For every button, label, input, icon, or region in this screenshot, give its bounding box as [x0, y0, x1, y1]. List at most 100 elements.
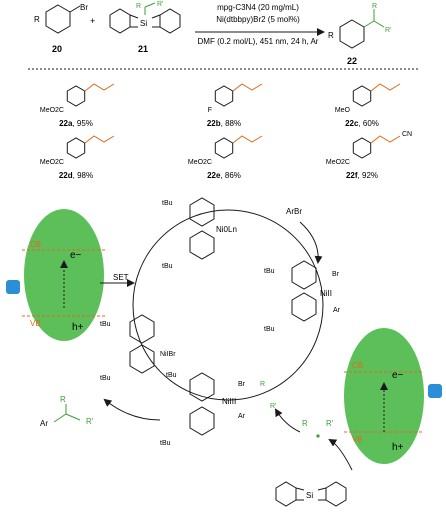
arbr-label: ArBr	[286, 207, 302, 216]
ni-ii-complex	[291, 260, 317, 322]
ni-ii-tbu-top: tBu	[264, 268, 275, 275]
product-22b-substituent: F	[208, 107, 212, 114]
silicate-r-label: R	[136, 3, 141, 10]
product-22b-ring	[214, 85, 234, 107]
released-r-label: R	[60, 395, 66, 404]
product-ar-r-label: R	[328, 31, 334, 40]
product-22e-chain	[232, 135, 263, 144]
released-rp-label: R'	[86, 417, 94, 426]
silicate-si-label: Si	[140, 19, 147, 28]
product-22a-label: 22a, 95%	[59, 119, 93, 128]
radical-addition-arrow	[274, 408, 301, 433]
ni-iii-br-label: Br	[238, 381, 246, 388]
product-22a-substituent: MeO2C	[40, 107, 64, 114]
product-22f-label: 22f, 92%	[346, 171, 378, 180]
aryl-bromide-r-label: R	[34, 15, 40, 24]
radical-r-label: R	[302, 419, 308, 428]
right-hole-label: h+	[392, 442, 404, 453]
right-cb-label: CB	[352, 361, 363, 370]
silicate-structure	[109, 2, 181, 34]
product-22e-substituent: MeO2C	[188, 159, 212, 166]
product-22c: MeO 22c, 60%	[335, 83, 401, 128]
ni-ii-ar-label: Ar	[333, 307, 341, 314]
compound-20-label: 20	[52, 44, 62, 54]
ni-i-tbu-bottom: tBu	[100, 375, 111, 382]
ni-i-tbu-top: tBu	[100, 321, 111, 328]
right-electron-label: e−	[392, 370, 404, 381]
product-22f: MeO2C CN 22f, 92%	[326, 131, 412, 180]
product-22a-chain	[84, 83, 115, 92]
ni-iii-rp-label: R'	[270, 403, 276, 410]
product-22b: F 22b, 88%	[207, 83, 263, 128]
product-22d-ring	[66, 137, 86, 159]
aryl-bromide-br-label: Br	[80, 3, 88, 12]
set-label: SET	[113, 273, 129, 282]
ni-iii-ar-label: Ar	[238, 413, 246, 420]
product-22d-chain	[84, 135, 115, 144]
condition-line-3: DMF (0.2 mol/L), 451 nm, 24 h, Ar	[198, 37, 319, 46]
product-22e: MeO2C 22e, 86%	[188, 135, 263, 180]
product-22d-label: 22d, 98%	[59, 171, 93, 180]
ni-iii-tbu-top: tBu	[166, 372, 177, 379]
product-rp-label: R'	[385, 27, 391, 34]
aryl-bromide-structure	[45, 4, 81, 34]
product-22c-label: 22c, 60%	[345, 119, 379, 128]
ni-i-complex	[129, 314, 155, 374]
radical-dot	[316, 434, 320, 438]
ni-iii-r-label: R	[260, 381, 265, 388]
released-ar-label: Ar	[40, 419, 48, 428]
arbr-arrow	[299, 221, 323, 264]
ni0-complex	[189, 197, 215, 260]
product-22c-chain	[370, 83, 401, 92]
compound-21-label: 21	[138, 44, 148, 54]
catalytic-cycle-ring	[132, 209, 324, 401]
product-22c-ring	[352, 85, 372, 107]
product-22e-ring	[214, 137, 234, 159]
product-structure	[339, 9, 385, 49]
ni-ii-tbu-bottom: tBu	[264, 326, 275, 333]
silicate-rp-label: R'	[157, 1, 163, 8]
product-22c-substituent: MeO	[335, 107, 351, 114]
ni-iii-label: NiIII	[222, 397, 236, 406]
ni-ii-label: NiII	[320, 289, 332, 298]
plus-sign: +	[90, 16, 95, 26]
condition-line-2: Ni(dtbbpy)Br2 (5 mol%)	[216, 15, 300, 24]
product-22f-end-group: CN	[402, 131, 412, 138]
bottom-silicate-si-label: Si	[306, 491, 313, 500]
ni-i-label: NiIBr	[160, 351, 176, 358]
product-release-arrow	[103, 398, 161, 421]
product-22a-ring	[66, 85, 86, 107]
product-22f-ring	[352, 137, 372, 159]
ni-iii-complex	[189, 372, 215, 436]
condition-line-1: mpg-C3N4 (20 mg/mL)	[217, 3, 299, 12]
ni-iii-tbu-bottom: tBu	[160, 440, 171, 447]
ni0-label: Ni0Ln	[216, 225, 237, 234]
silicate-oxidation-arrow	[328, 438, 353, 471]
product-22b-chain	[232, 83, 263, 92]
product-22a: MeO2C 22a, 95%	[40, 83, 115, 128]
left-vb-label: VB	[30, 319, 41, 328]
ni-ii-br-label: Br	[332, 271, 340, 278]
product-r-label: R	[372, 3, 377, 10]
product-22f-substituent: MeO2C	[326, 159, 350, 166]
product-22b-label: 22b, 88%	[207, 119, 241, 128]
released-product-bonds	[53, 404, 81, 423]
bottom-silicate-structure	[275, 481, 347, 507]
product-22d-substituent: MeO2C	[40, 159, 64, 166]
right-light-bulb-icon	[428, 384, 442, 398]
compound-22-label: 22	[347, 56, 357, 66]
left-cb-label: CB	[30, 240, 41, 249]
left-electron-label: e−	[70, 250, 82, 261]
left-light-bulb-icon	[6, 280, 20, 294]
ni0-tbu-top: tBu	[162, 200, 173, 207]
product-22d: MeO2C 22d, 98%	[40, 135, 115, 180]
substrate-scope-grid: MeO2C 22a, 95% F 22b, 88% MeO 22c, 60% MeO2C 22…	[40, 83, 412, 180]
left-hole-label: h+	[72, 322, 84, 333]
right-vb-label: VB	[352, 435, 363, 444]
radical-rp-label: R'	[326, 419, 334, 428]
product-22e-label: 22e, 86%	[207, 171, 241, 180]
ni0-tbu-bottom: tBu	[162, 263, 173, 270]
product-22f-chain	[370, 135, 401, 144]
